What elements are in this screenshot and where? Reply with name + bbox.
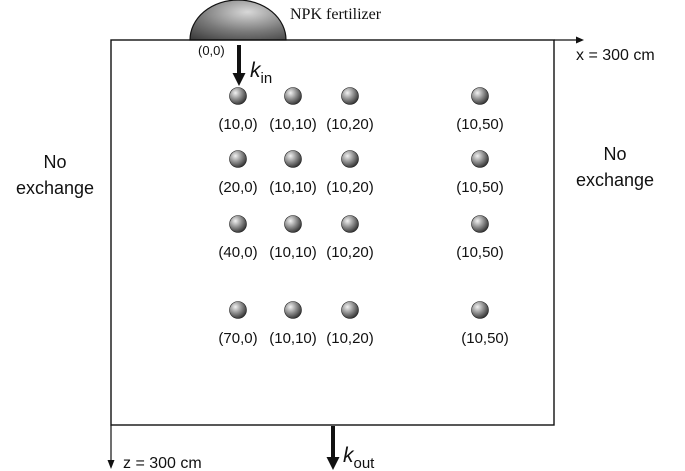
sensor-dot	[471, 301, 489, 319]
flux-in-symbol: k	[250, 59, 262, 82]
sensor-label: (10,10)	[269, 116, 317, 133]
sensor-label: (10,0)	[218, 116, 257, 133]
flux-in-arrowhead	[232, 73, 246, 86]
sensor-dot	[229, 87, 247, 105]
sensor-dot	[229, 150, 247, 168]
x-axis-arrowhead	[576, 36, 584, 44]
sensor-label: (20,0)	[218, 179, 257, 196]
sensor-label: (10,10)	[269, 244, 317, 261]
right-boundary-label-line1: No	[603, 144, 626, 164]
sensor-label: (10,20)	[326, 244, 374, 261]
flux-out-symbol: k	[343, 444, 355, 467]
origin-label: (0,0)	[198, 43, 225, 58]
sensor-dot	[341, 215, 359, 233]
sensor-label: (10,20)	[326, 116, 374, 133]
sensor-dot	[471, 150, 489, 168]
sensor-dot	[284, 87, 302, 105]
sensor-dot	[341, 87, 359, 105]
flux-out-arrowhead	[326, 457, 340, 470]
sensor-dot	[284, 301, 302, 319]
sensor-label: (10,20)	[326, 179, 374, 196]
z-axis-arrowhead	[107, 460, 115, 469]
right-boundary-label-line2: exchange	[576, 170, 654, 190]
sensor-dot	[229, 301, 247, 319]
sensor-label: (10,50)	[456, 179, 504, 196]
sensor-label: (70,0)	[218, 330, 257, 347]
flux-in-subscript: in	[261, 70, 273, 87]
sensor-dot	[341, 150, 359, 168]
sensor-dot	[229, 215, 247, 233]
sensor-dot	[341, 301, 359, 319]
left-boundary-label-line2: exchange	[16, 178, 94, 198]
sensor-label: (40,0)	[218, 244, 257, 261]
sensor-dot	[284, 150, 302, 168]
fertilizer-label: NPK fertilizer	[290, 6, 382, 23]
sensor-grid: (10,0) (10,10) (10,20) (10,50) (20,0) (10,10)…	[218, 87, 509, 347]
sensor-label: (10,20)	[326, 330, 374, 347]
z-axis-label: z = 300 cm	[123, 455, 202, 471]
sensor-dot	[284, 215, 302, 233]
flux-out-subscript: out	[354, 455, 376, 471]
sensor-label: (10,10)	[269, 179, 317, 196]
left-boundary-label-line1: No	[43, 152, 66, 172]
sensor-label: (10,50)	[461, 330, 509, 347]
sensor-label: (10,10)	[269, 330, 317, 347]
sensor-label: (10,50)	[456, 116, 504, 133]
x-axis-label: x = 300 cm	[576, 47, 655, 64]
flux-out-label: kout	[343, 444, 375, 471]
sensor-label: (10,50)	[456, 244, 504, 261]
fertilizer-mound	[189, 0, 287, 41]
soil-column-boundary	[110, 39, 555, 426]
sensor-dot	[471, 87, 489, 105]
sensor-dot	[471, 215, 489, 233]
flux-in-label: kin	[250, 59, 272, 87]
